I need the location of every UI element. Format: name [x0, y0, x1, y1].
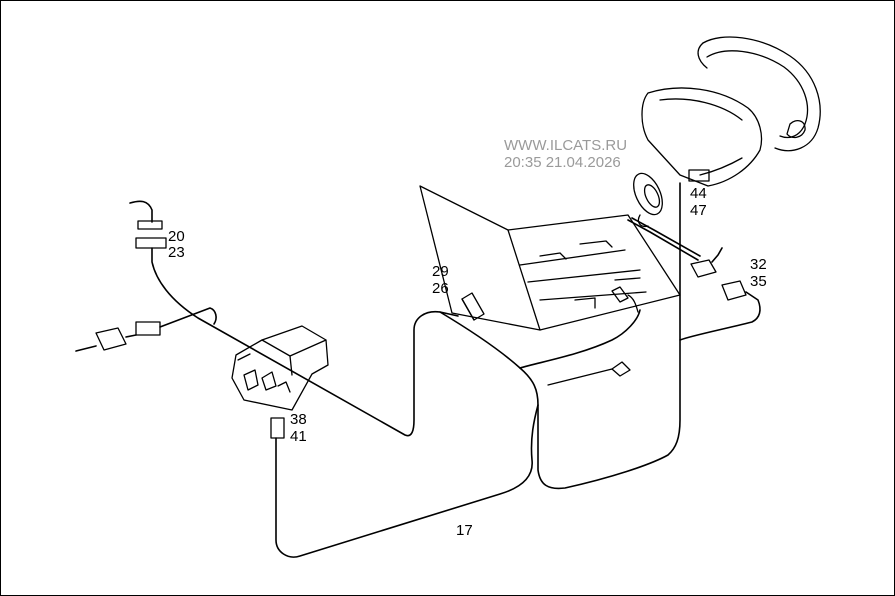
callout-44[interactable]: 44 — [690, 185, 707, 202]
switch-29-26 — [461, 292, 485, 321]
fuse-box — [231, 325, 329, 411]
callout-23[interactable]: 23 — [168, 244, 185, 261]
callout-20[interactable]: 20 — [168, 228, 185, 245]
instrument-cluster — [641, 87, 763, 187]
connector-left-mid — [135, 321, 161, 336]
connector-23 — [135, 237, 167, 249]
connector-right-upper — [690, 259, 717, 278]
watermark-site: WWW.ILCATS.RU — [504, 137, 628, 154]
callout-41[interactable]: 41 — [290, 428, 307, 445]
callout-35[interactable]: 35 — [750, 273, 767, 290]
bulb-socket-upper — [611, 286, 639, 313]
connector-44-47 — [688, 169, 710, 182]
steering-wheel — [697, 36, 821, 152]
callout-29[interactable]: 29 — [432, 263, 449, 280]
callout-17[interactable]: 17 — [456, 522, 473, 539]
callout-26[interactable]: 26 — [432, 280, 449, 297]
wiring-harness — [75, 182, 761, 558]
center-console — [419, 185, 681, 331]
callout-38[interactable]: 38 — [290, 411, 307, 428]
watermark-timestamp: 20:35 21.04.2026 — [504, 154, 621, 171]
connector-32-35 — [721, 280, 747, 301]
connector-20 — [137, 220, 163, 230]
connector-38-41 — [270, 417, 285, 439]
connector-left-outer — [95, 327, 127, 351]
bulb-socket-lower — [547, 361, 631, 386]
clock-spring — [633, 172, 663, 228]
callout-32[interactable]: 32 — [750, 256, 767, 273]
callout-47[interactable]: 47 — [690, 202, 707, 219]
